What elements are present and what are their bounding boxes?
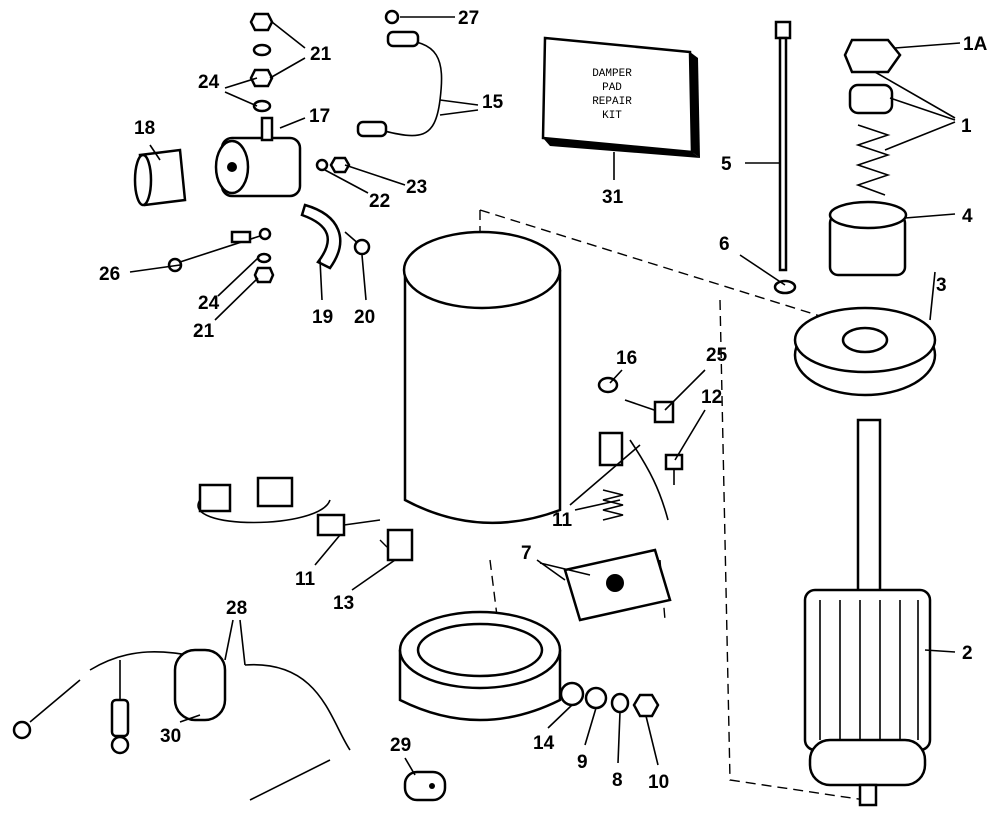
label-26: 26: [99, 264, 120, 285]
pinion-drive-part-4: [828, 200, 908, 277]
washer-part-8: [610, 692, 630, 714]
label-3: 3: [936, 275, 947, 296]
label-25: 25: [706, 345, 728, 366]
sleeve-part-30: [173, 648, 227, 722]
armature-part-2: [803, 418, 932, 807]
cable-part-15: [356, 30, 443, 138]
label-17: 17: [309, 106, 330, 127]
label-21: 21: [193, 321, 215, 342]
nut-spring-part-1: [843, 38, 902, 196]
damper-pad-repair-kit-box: DAMPER PAD REPAIR KIT: [541, 36, 700, 158]
label-10: 10: [648, 772, 669, 793]
kit-text-line: REPAIR: [592, 96, 632, 108]
screw-part-12: [664, 453, 684, 485]
label-15: 15: [482, 92, 504, 113]
label-8: 8: [612, 770, 623, 791]
part-number-labels: 27 21 24 15 17 18 22 23 26 24 21 19 20 3…: [99, 8, 988, 793]
label-4: 4: [962, 206, 973, 227]
label-24: 24: [198, 293, 220, 314]
end-cap-part-3: [793, 306, 937, 397]
terminal-boot-part-29: [403, 770, 447, 802]
kit-text-line: PAD: [602, 82, 622, 94]
kit-text-line: DAMPER: [592, 68, 632, 80]
kit-text-line: KIT: [602, 110, 622, 122]
label-16: 16: [616, 348, 637, 369]
solenoid-part-17: [214, 116, 302, 198]
terminal-part-13: [386, 528, 414, 562]
washer-part-14: [559, 681, 585, 707]
label-13: 13: [333, 593, 354, 614]
brush-holder-part-7: [563, 548, 672, 622]
screw-part-25: [624, 399, 675, 424]
label-28: 28: [226, 598, 247, 619]
clamp-part-19: [300, 203, 342, 270]
label-5: 5: [721, 154, 732, 175]
lead-part-26: [167, 227, 275, 284]
label-19: 19: [312, 307, 333, 328]
leader-lines: [129, 16, 961, 776]
ring-part-18: [133, 148, 187, 207]
label-18: 18: [134, 118, 155, 139]
label-9: 9: [577, 752, 588, 773]
label-1: 1: [961, 116, 972, 137]
screw-part-20: [344, 231, 371, 256]
washer-part-6: [773, 279, 797, 295]
label-21: 21: [310, 44, 332, 65]
label-7: 7: [521, 543, 532, 564]
nut-part-23: [329, 156, 351, 174]
label-31: 31: [602, 187, 624, 208]
label-14: 14: [533, 733, 555, 754]
label-30: 30: [160, 726, 181, 747]
label-29: 29: [390, 735, 411, 756]
label-12: 12: [701, 387, 722, 408]
label-20: 20: [354, 307, 375, 328]
nut-part-21: [249, 12, 274, 113]
label-27: 27: [458, 8, 479, 29]
washer-part-9: [584, 686, 608, 710]
starter-frame: [402, 230, 562, 525]
label-11: 11: [295, 569, 316, 590]
washer-part-16: [597, 376, 619, 394]
brush-lead-part-11: [197, 476, 381, 537]
label-22: 22: [369, 191, 390, 212]
label-23: 23: [406, 177, 427, 198]
label-2: 2: [962, 643, 973, 664]
label-24: 24: [198, 72, 220, 93]
washer-part-22: [315, 158, 329, 172]
label-6: 6: [719, 234, 730, 255]
nut-part-10: [632, 693, 660, 718]
star-washer-part-27: [384, 9, 400, 25]
brush-spring-part-11: [598, 431, 669, 521]
cable-part-28: [12, 651, 351, 801]
label-1A: 1A: [963, 34, 988, 55]
label-11: 11: [552, 510, 573, 531]
assembly-line: [379, 209, 866, 801]
through-bolt-part-5: [774, 20, 792, 272]
end-frame: [398, 610, 562, 722]
